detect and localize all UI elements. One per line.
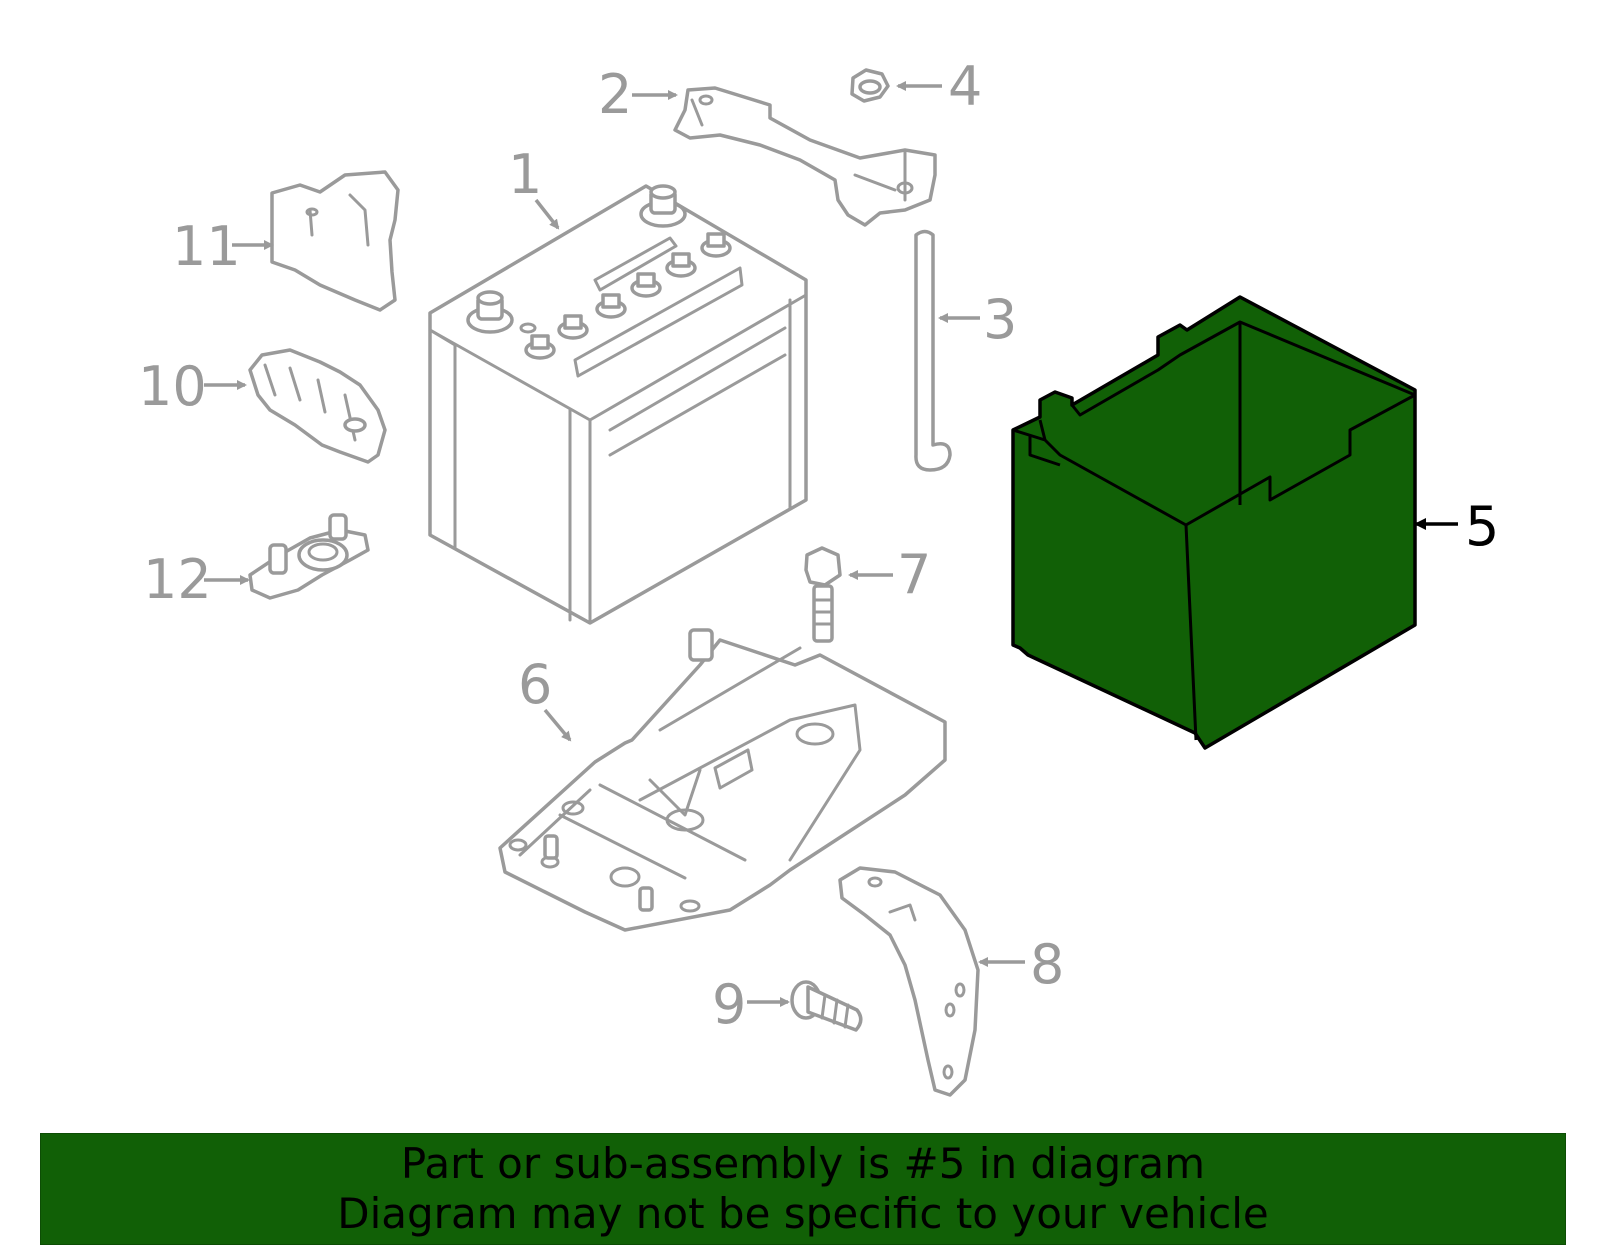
callout-9-label: 9 bbox=[712, 973, 746, 1036]
callout-10: 10 bbox=[138, 355, 247, 418]
info-banner: Part or sub-assembly is #5 in diagram Di… bbox=[40, 1133, 1566, 1245]
callout-11: 11 bbox=[172, 215, 274, 278]
part-1-battery[interactable] bbox=[428, 184, 808, 625]
part-7-bolt[interactable] bbox=[804, 546, 842, 643]
callout-3: 3 bbox=[938, 288, 1017, 351]
callout-2: 2 bbox=[598, 63, 678, 126]
callout-1-arrow bbox=[534, 198, 560, 230]
callout-8-label: 8 bbox=[1030, 933, 1064, 996]
part-4-nut[interactable] bbox=[850, 68, 890, 103]
part-12-terminal[interactable] bbox=[248, 513, 370, 600]
callout-5: 5 bbox=[1414, 495, 1499, 558]
callout-6-arrow bbox=[543, 708, 572, 742]
callout-3-label: 3 bbox=[983, 288, 1017, 351]
callout-1-label: 1 bbox=[508, 143, 542, 206]
callout-12-label: 12 bbox=[143, 548, 212, 611]
part-3-j-bolt[interactable] bbox=[914, 229, 952, 472]
callout-7-label: 7 bbox=[897, 543, 931, 606]
callout-4-label: 4 bbox=[948, 55, 982, 118]
banner-line-part-number: Part or sub-assembly is #5 in diagram bbox=[400, 1139, 1206, 1188]
part-11-terminal-cover[interactable] bbox=[270, 170, 400, 312]
callout-11-label: 11 bbox=[172, 215, 241, 278]
part-5-battery-box[interactable] bbox=[1011, 295, 1417, 750]
callout-12: 12 bbox=[143, 548, 250, 611]
callout-6-label: 6 bbox=[518, 653, 552, 716]
callout-9: 9 bbox=[712, 973, 790, 1036]
callout-5-label: 5 bbox=[1465, 495, 1499, 558]
callout-10-label: 10 bbox=[138, 355, 207, 418]
banner-line-disclaimer: Diagram may not be specific to your vehi… bbox=[337, 1189, 1269, 1238]
callout-4: 4 bbox=[896, 55, 982, 118]
callout-6: 6 bbox=[518, 653, 572, 742]
part-2-hold-down-bracket[interactable] bbox=[673, 86, 937, 227]
part-9-flange-bolt[interactable] bbox=[790, 980, 863, 1032]
part-10-terminal-clamp[interactable] bbox=[248, 348, 387, 464]
callout-2-label: 2 bbox=[598, 63, 632, 126]
callout-8: 8 bbox=[978, 933, 1064, 996]
part-8-support-bracket[interactable] bbox=[838, 866, 980, 1097]
callout-1: 1 bbox=[508, 143, 560, 230]
callout-7: 7 bbox=[848, 543, 931, 606]
part-6-battery-tray[interactable] bbox=[498, 628, 947, 932]
